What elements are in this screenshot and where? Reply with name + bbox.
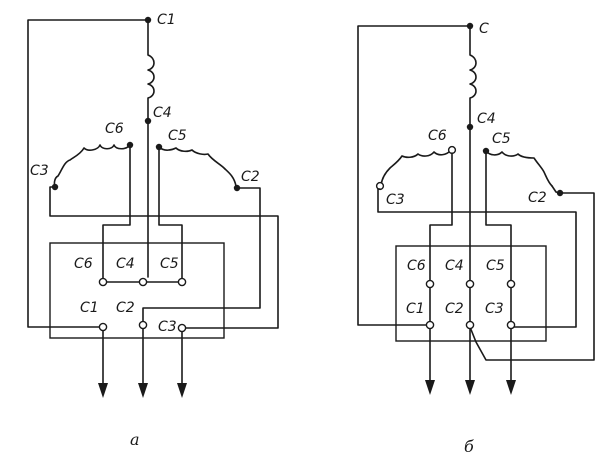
- wire-c1-loop: [27, 19, 149, 328]
- terminal-label-c5: C5: [160, 256, 179, 272]
- coil-c1-c4-b: [469, 25, 477, 128]
- terminal-c4: [138, 277, 148, 287]
- output-arrow-3: [177, 383, 187, 398]
- label-c3-b: C3: [386, 192, 405, 208]
- terminal-label-c5-b: C5: [486, 258, 505, 274]
- coil-c6-c3-b: [380, 149, 452, 186]
- terminal-c6: [98, 277, 108, 287]
- label-c5: C5: [168, 128, 187, 144]
- label-c6: C6: [105, 121, 124, 137]
- terminal-box: [49, 242, 225, 339]
- label-c2: C2: [241, 169, 260, 185]
- wire-c3-loop: [49, 186, 279, 329]
- terminal-label-c2: C2: [116, 300, 135, 316]
- terminal-c6-b: [425, 279, 435, 289]
- terminal-label-c3: C3: [158, 319, 177, 335]
- terminal-c1-b: [425, 320, 435, 330]
- wire-c2-loop-b: [469, 192, 595, 361]
- coil-c5-c2-b: [485, 150, 553, 187]
- terminal-c2-b: [465, 320, 475, 330]
- output-arrow-3-b: [506, 380, 516, 395]
- coil-c6-c3: [53, 144, 131, 188]
- label-c2-b: C2: [528, 190, 547, 206]
- caption-a: а: [130, 430, 140, 449]
- diagram-b: C C4 C6 C5 C3 C2 C6 C4 C5 C1 C2 C3 б: [357, 21, 595, 456]
- label-c5-b: C5: [492, 131, 511, 147]
- terminal-c3-b: [506, 320, 516, 330]
- coil-c5-c2: [158, 146, 237, 187]
- terminal-label-c1: C1: [80, 300, 99, 316]
- terminal-label-c3-b: C3: [485, 301, 504, 317]
- label-c1-b: C: [479, 21, 489, 37]
- label-c6-b: C6: [428, 128, 447, 144]
- label-c1: C1: [157, 12, 176, 28]
- terminal-box-b: [395, 245, 547, 342]
- wire-c2-stub-b: [551, 185, 561, 194]
- diagram-a: C1 C4 C6 C5 C3 C2 C6 C4 C5 C1 C2 C3 а: [27, 12, 279, 449]
- wire-c1-loop-b: [357, 25, 471, 326]
- terminal-c5: [177, 277, 187, 287]
- wire-c6: [102, 144, 131, 281]
- terminal-c3: [177, 323, 187, 333]
- wire-c3-loop-b: [377, 188, 577, 328]
- terminal-label-c4-b: C4: [445, 258, 464, 274]
- label-c3: C3: [30, 163, 49, 179]
- output-arrow-1: [98, 383, 108, 398]
- terminal-c5-b: [506, 279, 516, 289]
- terminal-label-c2-b: C2: [445, 301, 464, 317]
- caption-b: б: [464, 437, 474, 456]
- coil-c1-c4: [147, 19, 155, 122]
- terminal-label-c6-b: C6: [407, 258, 426, 274]
- wire-c5: [158, 146, 183, 281]
- output-arrow-2-b: [465, 380, 475, 395]
- label-c4-b: C4: [477, 111, 496, 127]
- terminal-label-c6: C6: [74, 256, 93, 272]
- terminal-c4-b: [465, 279, 475, 289]
- label-c4: C4: [153, 105, 172, 121]
- wire-c5-b: [485, 150, 512, 283]
- terminal-label-c4: C4: [116, 256, 135, 272]
- terminal-c2: [138, 320, 148, 330]
- output-arrow-1-b: [425, 380, 435, 395]
- terminal-label-c1-b: C1: [406, 301, 425, 317]
- terminal-c1: [98, 322, 108, 332]
- output-arrow-2: [138, 383, 148, 398]
- wire-c6-b: [429, 152, 453, 283]
- wire-c2-loop: [142, 187, 261, 323]
